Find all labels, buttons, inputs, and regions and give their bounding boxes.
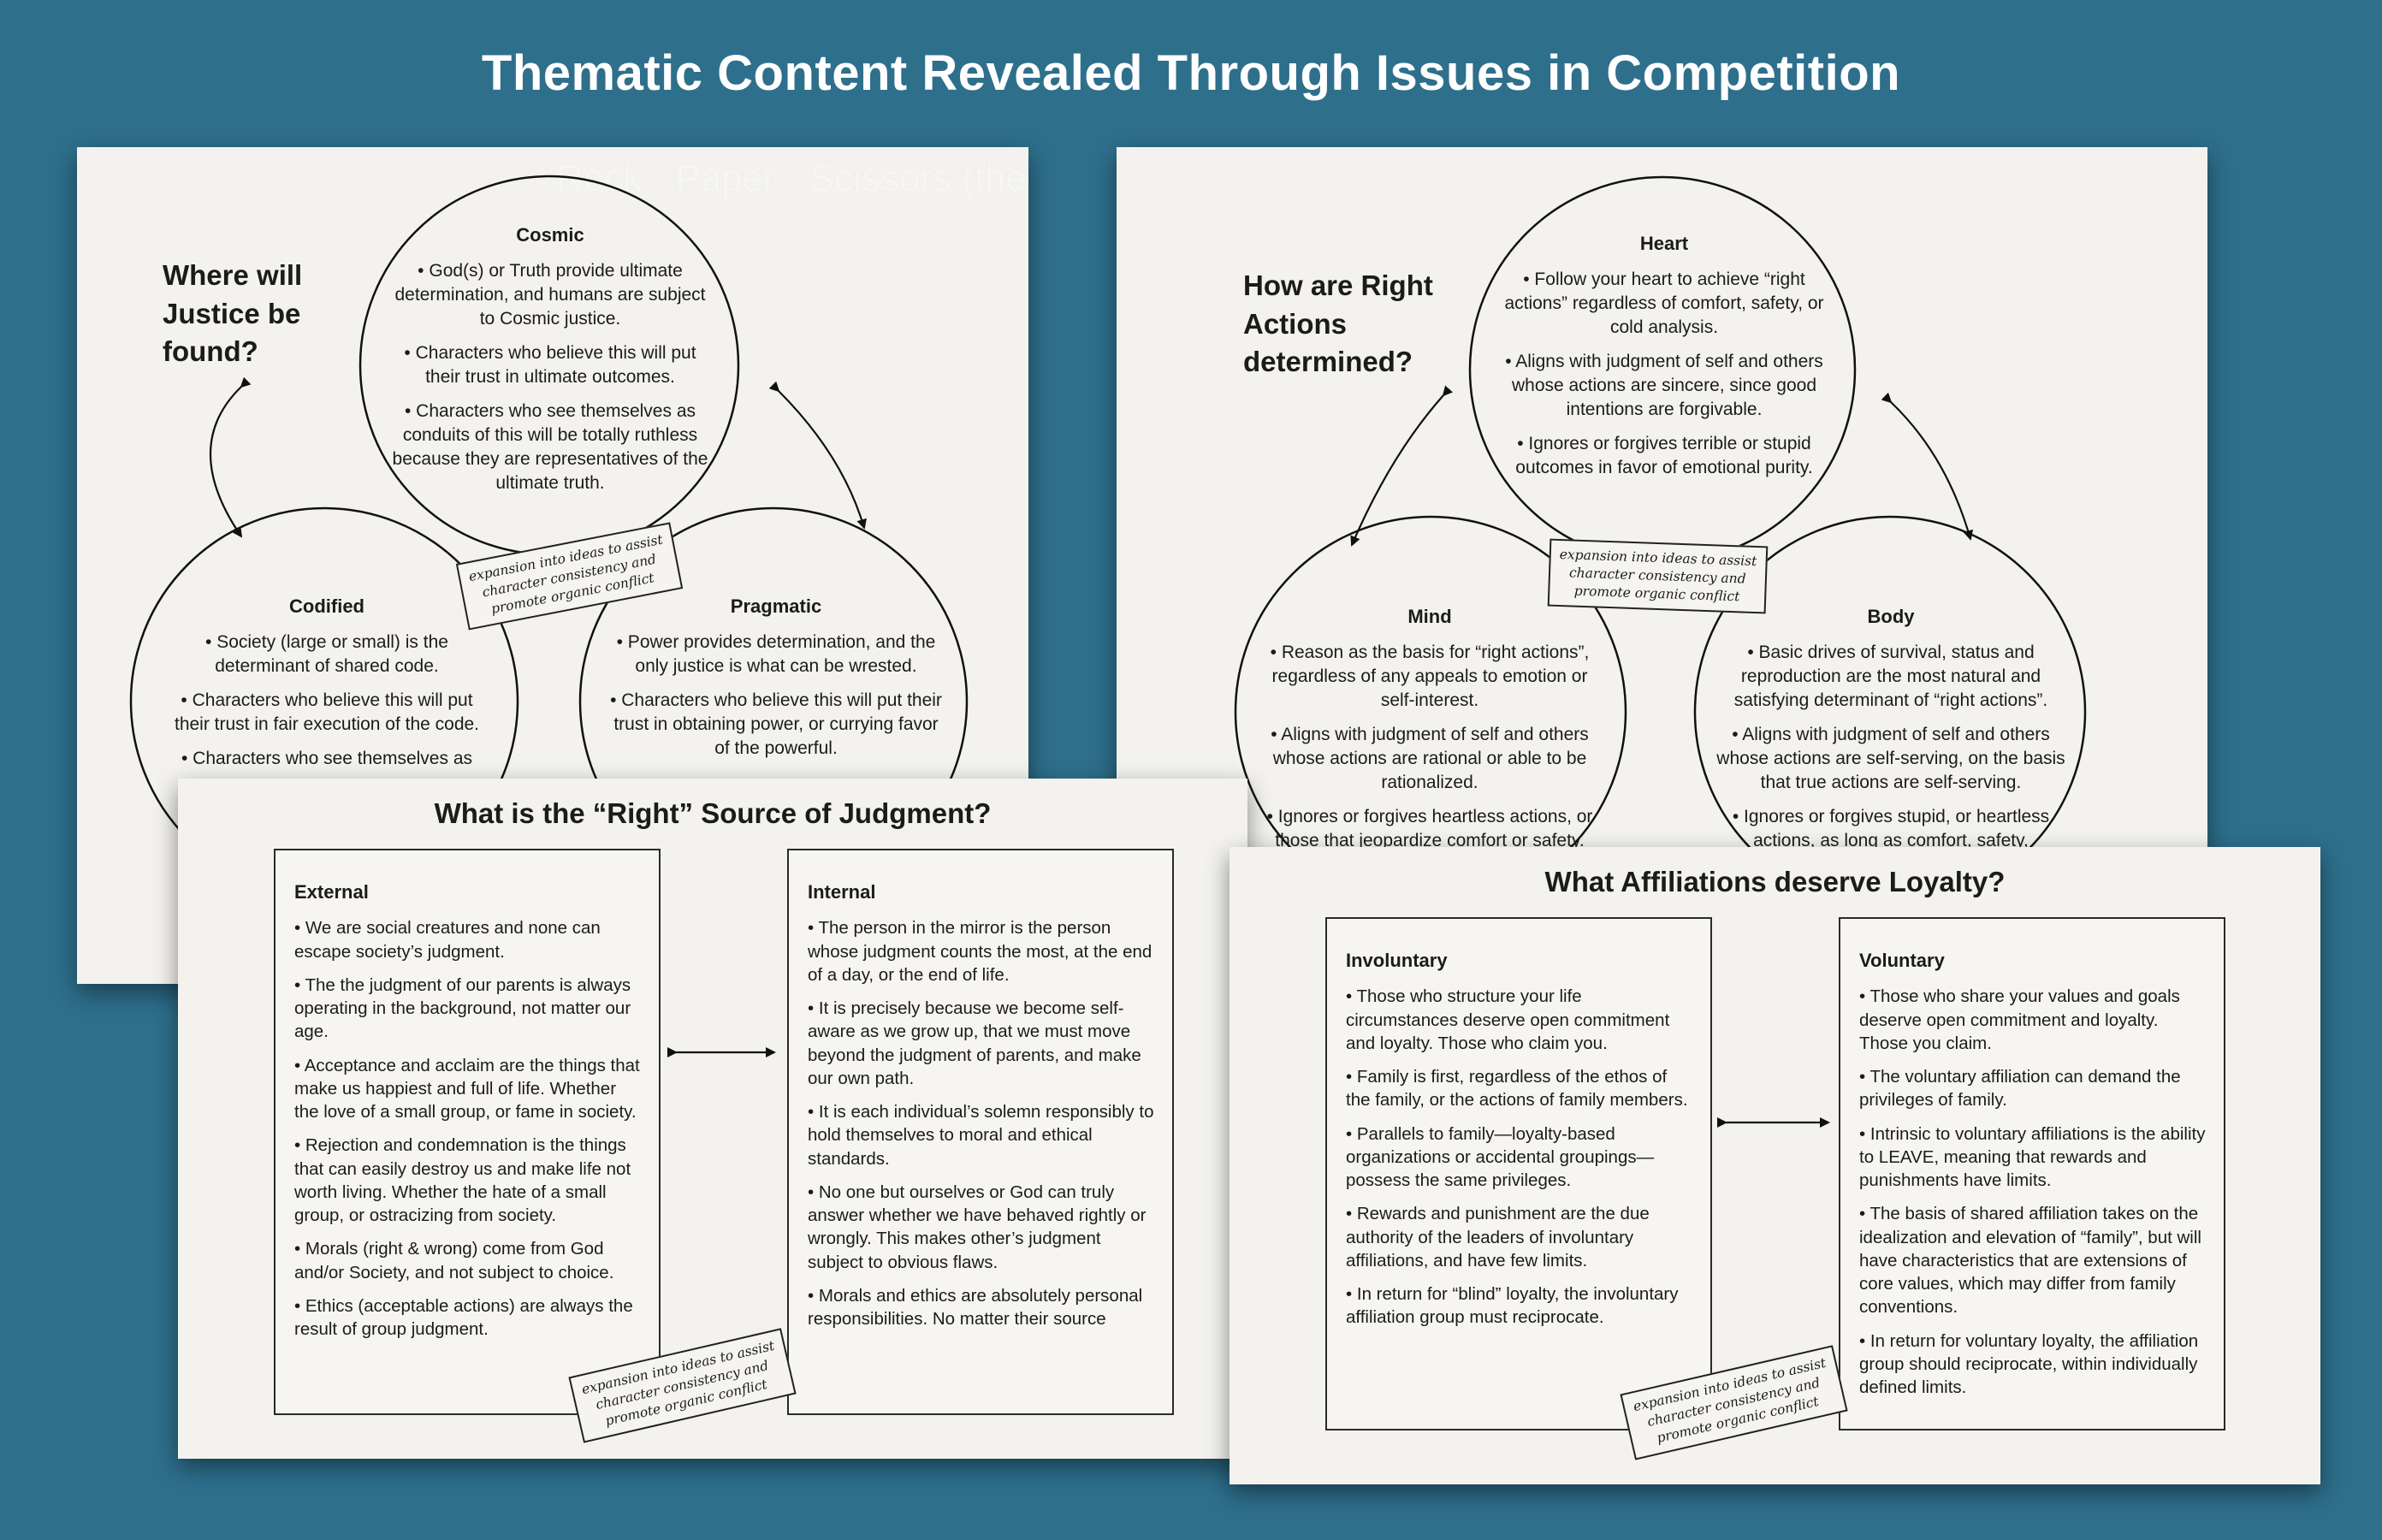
internal-point: • The person in the mirror is the person… [808,918,1152,985]
codified-title: Codified [289,595,364,617]
external-point: • Acceptance and acclaim are the things … [294,1055,640,1122]
mind-point: • Reason as the basis for “right actions… [1270,643,1590,711]
mind-title: Mind [1407,606,1452,627]
codified-point: • Characters who believe this will put t… [174,690,480,735]
cosmic-point: • God(s) or Truth provide ultimate deter… [394,261,706,329]
pragmatic-text: Pragmatic • Power provides determination… [609,594,943,771]
body-text: Body • Basic drives of survival, status … [1715,604,2066,863]
body-title: Body [1867,606,1915,627]
right-arrow [1881,392,1974,541]
heart-point: • Ignores or forgives terrible or stupid… [1515,433,1813,477]
cosmic-text: Cosmic • God(s) or Truth provide ultimat… [392,222,708,506]
external-point: • Rejection and condemnation is the thin… [294,1135,631,1225]
internal-point: • Morals and ethics are absolutely perso… [808,1285,1143,1329]
voluntary-point: • Those who share your values and goals … [1859,986,2180,1053]
justice-question: Where will Justice be found? [163,259,303,368]
voluntary-point: • Intrinsic to voluntary affiliations is… [1859,1123,2206,1191]
voluntary-point: • In return for voluntary loyalty, the a… [1859,1330,2199,1398]
cosmic-title: Cosmic [516,224,584,246]
pragmatic-point: • Power provides determination, and the … [616,632,936,677]
external-point: • Morals (right & wrong) come from God a… [294,1239,614,1282]
body-point: • Ignores or forgives stupid, or heartle… [1732,806,2050,850]
heart-point: • Aligns with judgment of self and other… [1505,352,1823,419]
codified-point: • Society (large or small) is the determ… [205,632,448,677]
involuntary-title: Involuntary [1346,950,1448,971]
involuntary-box: Involuntary • Those who structure your l… [1325,917,1712,1430]
ghost-title: Rock · Paper · Scissors (the... [556,157,1028,199]
external-title: External [294,881,369,903]
voluntary-point: • The voluntary affiliation can demand t… [1859,1067,2181,1111]
codified-point: • Characters who see themselves as [181,748,472,768]
internal-title: Internal [808,881,876,903]
right-arrow [768,381,867,530]
judgment-heading: What is the “Right” Source of Judgment? [434,797,992,829]
internal-point: • It is each individual’s solemn respons… [808,1102,1154,1169]
judgment-connector [667,1047,776,1057]
external-box: External • We are social creatures and n… [274,849,661,1415]
pragmatic-point: • Characters who believe this will put t… [610,690,942,758]
mind-point: • Aligns with judgment of self and other… [1271,725,1589,792]
heart-point: • Follow your heart to achieve “right ac… [1504,270,1824,338]
external-point: • We are social creatures and none can e… [294,918,601,962]
heart-title: Heart [1639,233,1689,254]
internal-point: • It is precisely because we become self… [808,998,1141,1088]
internal-point: • No one but ourselves or God can truly … [808,1182,1147,1272]
loyalty-card: What Affiliations deserve Loyalty? Invol… [1230,847,2320,1484]
loyalty-connector [1717,1117,1830,1128]
voluntary-title: Voluntary [1859,950,1945,971]
actions-note: expansion into ideas to assist character… [1547,538,1768,614]
involuntary-point: • Those who structure your life circumst… [1346,986,1670,1053]
internal-box: Internal • The person in the mirror is t… [787,849,1174,1415]
external-point: • Ethics (acceptable actions) are always… [294,1295,633,1339]
voluntary-point: • The basis of shared affiliation takes … [1859,1204,2201,1318]
voluntary-box: Voluntary • Those who share your values … [1839,917,2225,1430]
involuntary-point: • Family is first, regardless of the eth… [1346,1067,1688,1111]
codified-text: Codified • Society (large or small) is t… [173,594,481,781]
judgment-card: What is the “Right” Source of Judgment? … [178,779,1247,1459]
pragmatic-title: Pragmatic [730,595,822,617]
page-title: Thematic Content Revealed Through Issues… [481,45,1901,101]
involuntary-point: • In return for “blind” loyalty, the inv… [1346,1284,1679,1328]
cosmic-point: • Characters who see themselves as condu… [392,400,708,493]
loyalty-heading: What Affiliations deserve Loyalty? [1544,866,2006,897]
cosmic-point: • Characters who believe this will put t… [404,343,696,387]
involuntary-point: • Parallels to family—loyalty-based orga… [1346,1123,1655,1191]
left-arrow [210,376,252,538]
actions-question: How are Right Actions determined? [1243,270,1433,378]
mind-text: Mind • Reason as the basis for “right ac… [1259,604,1601,863]
heart-text: Heart • Follow your heart to achieve “ri… [1493,231,1835,490]
left-arrow [1350,385,1454,547]
mind-point: • Ignores or forgives heartless actions,… [1266,806,1593,850]
body-point: • Aligns with judgment of self and other… [1716,725,2065,792]
external-point: • The the judgment of our parents is alw… [294,974,631,1042]
body-point: • Basic drives of survival, status and r… [1733,643,2048,711]
involuntary-point: • Rewards and punishment are the due aut… [1346,1204,1650,1270]
